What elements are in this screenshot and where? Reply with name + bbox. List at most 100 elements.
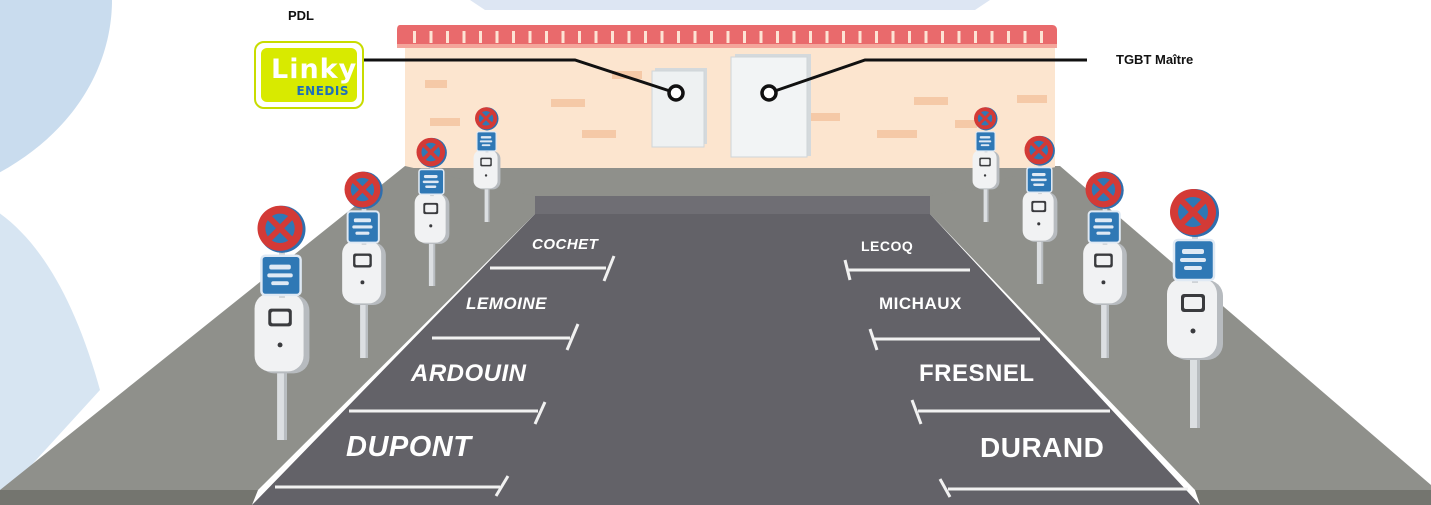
bay-label-right-3: FRESNEL [919,360,1035,387]
roof-tick [776,31,779,43]
roof-tick [792,31,796,43]
charging-station [972,107,1000,222]
parking-asphalt [252,196,1200,505]
roof-tick [990,31,994,43]
bay-line-tick [868,328,879,351]
roof-tick [561,31,565,43]
roof-tick [908,31,911,43]
asphalt-back-edge [535,196,930,214]
roof-tick [660,31,664,43]
roof-tick [941,31,944,43]
parking-sign [260,254,302,297]
linky-logo-background: Linky ENEDIS [261,48,357,102]
charging-station [473,107,501,222]
roof-tick [759,31,763,43]
roof-tick [512,31,515,43]
left-sidewalk-edge [0,490,258,505]
roof-tick [462,31,466,43]
roof-tick [429,31,433,43]
roof-tick [1023,31,1027,43]
roof-tick [743,31,746,43]
tgbt-connector [760,58,1087,102]
bay-label-left-3: ARDOUIN [411,360,527,387]
pdl-connector [364,58,685,102]
roof-tick [809,31,812,43]
roof-tick [611,31,614,43]
building [405,44,1055,168]
roof-tick [578,31,581,43]
charging-station [254,205,310,440]
bay-label-left-4: DUPONT [346,431,472,463]
roof-tick [594,31,598,43]
bay-lines [275,255,1188,498]
charging-stations [254,107,1223,440]
bay-label-left-2: LEMOINE [466,294,547,313]
roof-tick [891,31,895,43]
charging-station [1167,189,1223,428]
roof-tick [858,31,862,43]
bay-label-left-1: COCHET [532,236,599,253]
no-parking-sign [1170,189,1219,237]
roof-tick [710,31,713,43]
roof-tick [974,31,977,43]
roof-tick [446,31,449,43]
enedis-wordmark: ENEDIS [296,84,349,98]
roof-tick [528,31,532,43]
charging-station [1022,135,1058,284]
charging-station [1083,171,1127,358]
parking-sign [418,168,445,196]
bay-line-tick [494,475,510,497]
no-parking-sign [1024,135,1055,166]
roof-tick [1007,31,1010,43]
bay-line-tick [565,323,580,351]
pdl-cabinet [651,68,707,148]
bay-line-tick [602,255,616,282]
tgbt-cabinet [730,54,811,158]
building-roof [397,25,1057,48]
roof-tick [825,31,829,43]
no-parking-sign [344,171,383,210]
roof-tick [875,31,878,43]
tgbt-label: TGBT Maître [1116,52,1194,67]
parking-sign [1026,166,1053,194]
no-parking-sign [416,137,447,168]
roof-tick [1040,31,1043,43]
parking-sign [346,210,380,244]
bay-line-tick [533,401,547,425]
parking-sign [1087,210,1121,244]
bay-label-right-1: LECOQ [861,238,914,254]
backdrop-strip [470,0,990,10]
linky-wordmark: Linky [271,54,358,85]
bay-line-tick [843,259,852,281]
charging-station [342,171,386,358]
roof-tick [545,31,548,43]
roof-tick [842,31,845,43]
roof-tick [924,31,928,43]
parking-sign [975,131,996,152]
roof-tick [627,31,631,43]
roof-tick [495,31,499,43]
no-parking-sign [974,107,998,131]
bay-line-tick [910,399,923,425]
no-parking-sign [475,107,499,131]
roof-tick [413,31,416,43]
right-sidewalk-edge [1195,490,1431,505]
no-parking-sign [1085,171,1124,210]
pdl-label: PDL [288,8,314,23]
back-curb [405,166,1060,196]
charging-station [414,137,450,286]
bay-label-right-2: MICHAUX [879,294,962,313]
bay-label-right-4: DURAND [980,432,1105,463]
parking-sign [476,131,497,152]
no-parking-sign [257,205,306,253]
parking-sign [1172,238,1216,282]
roof-tick [693,31,697,43]
roof-tick [957,31,961,43]
backdrop-shape-bottom [0,213,100,500]
linky-logo: Linky ENEDIS [254,41,364,109]
roof-tick [644,31,647,43]
roof-tick [479,31,482,43]
backdrop-shape-top [0,0,112,173]
